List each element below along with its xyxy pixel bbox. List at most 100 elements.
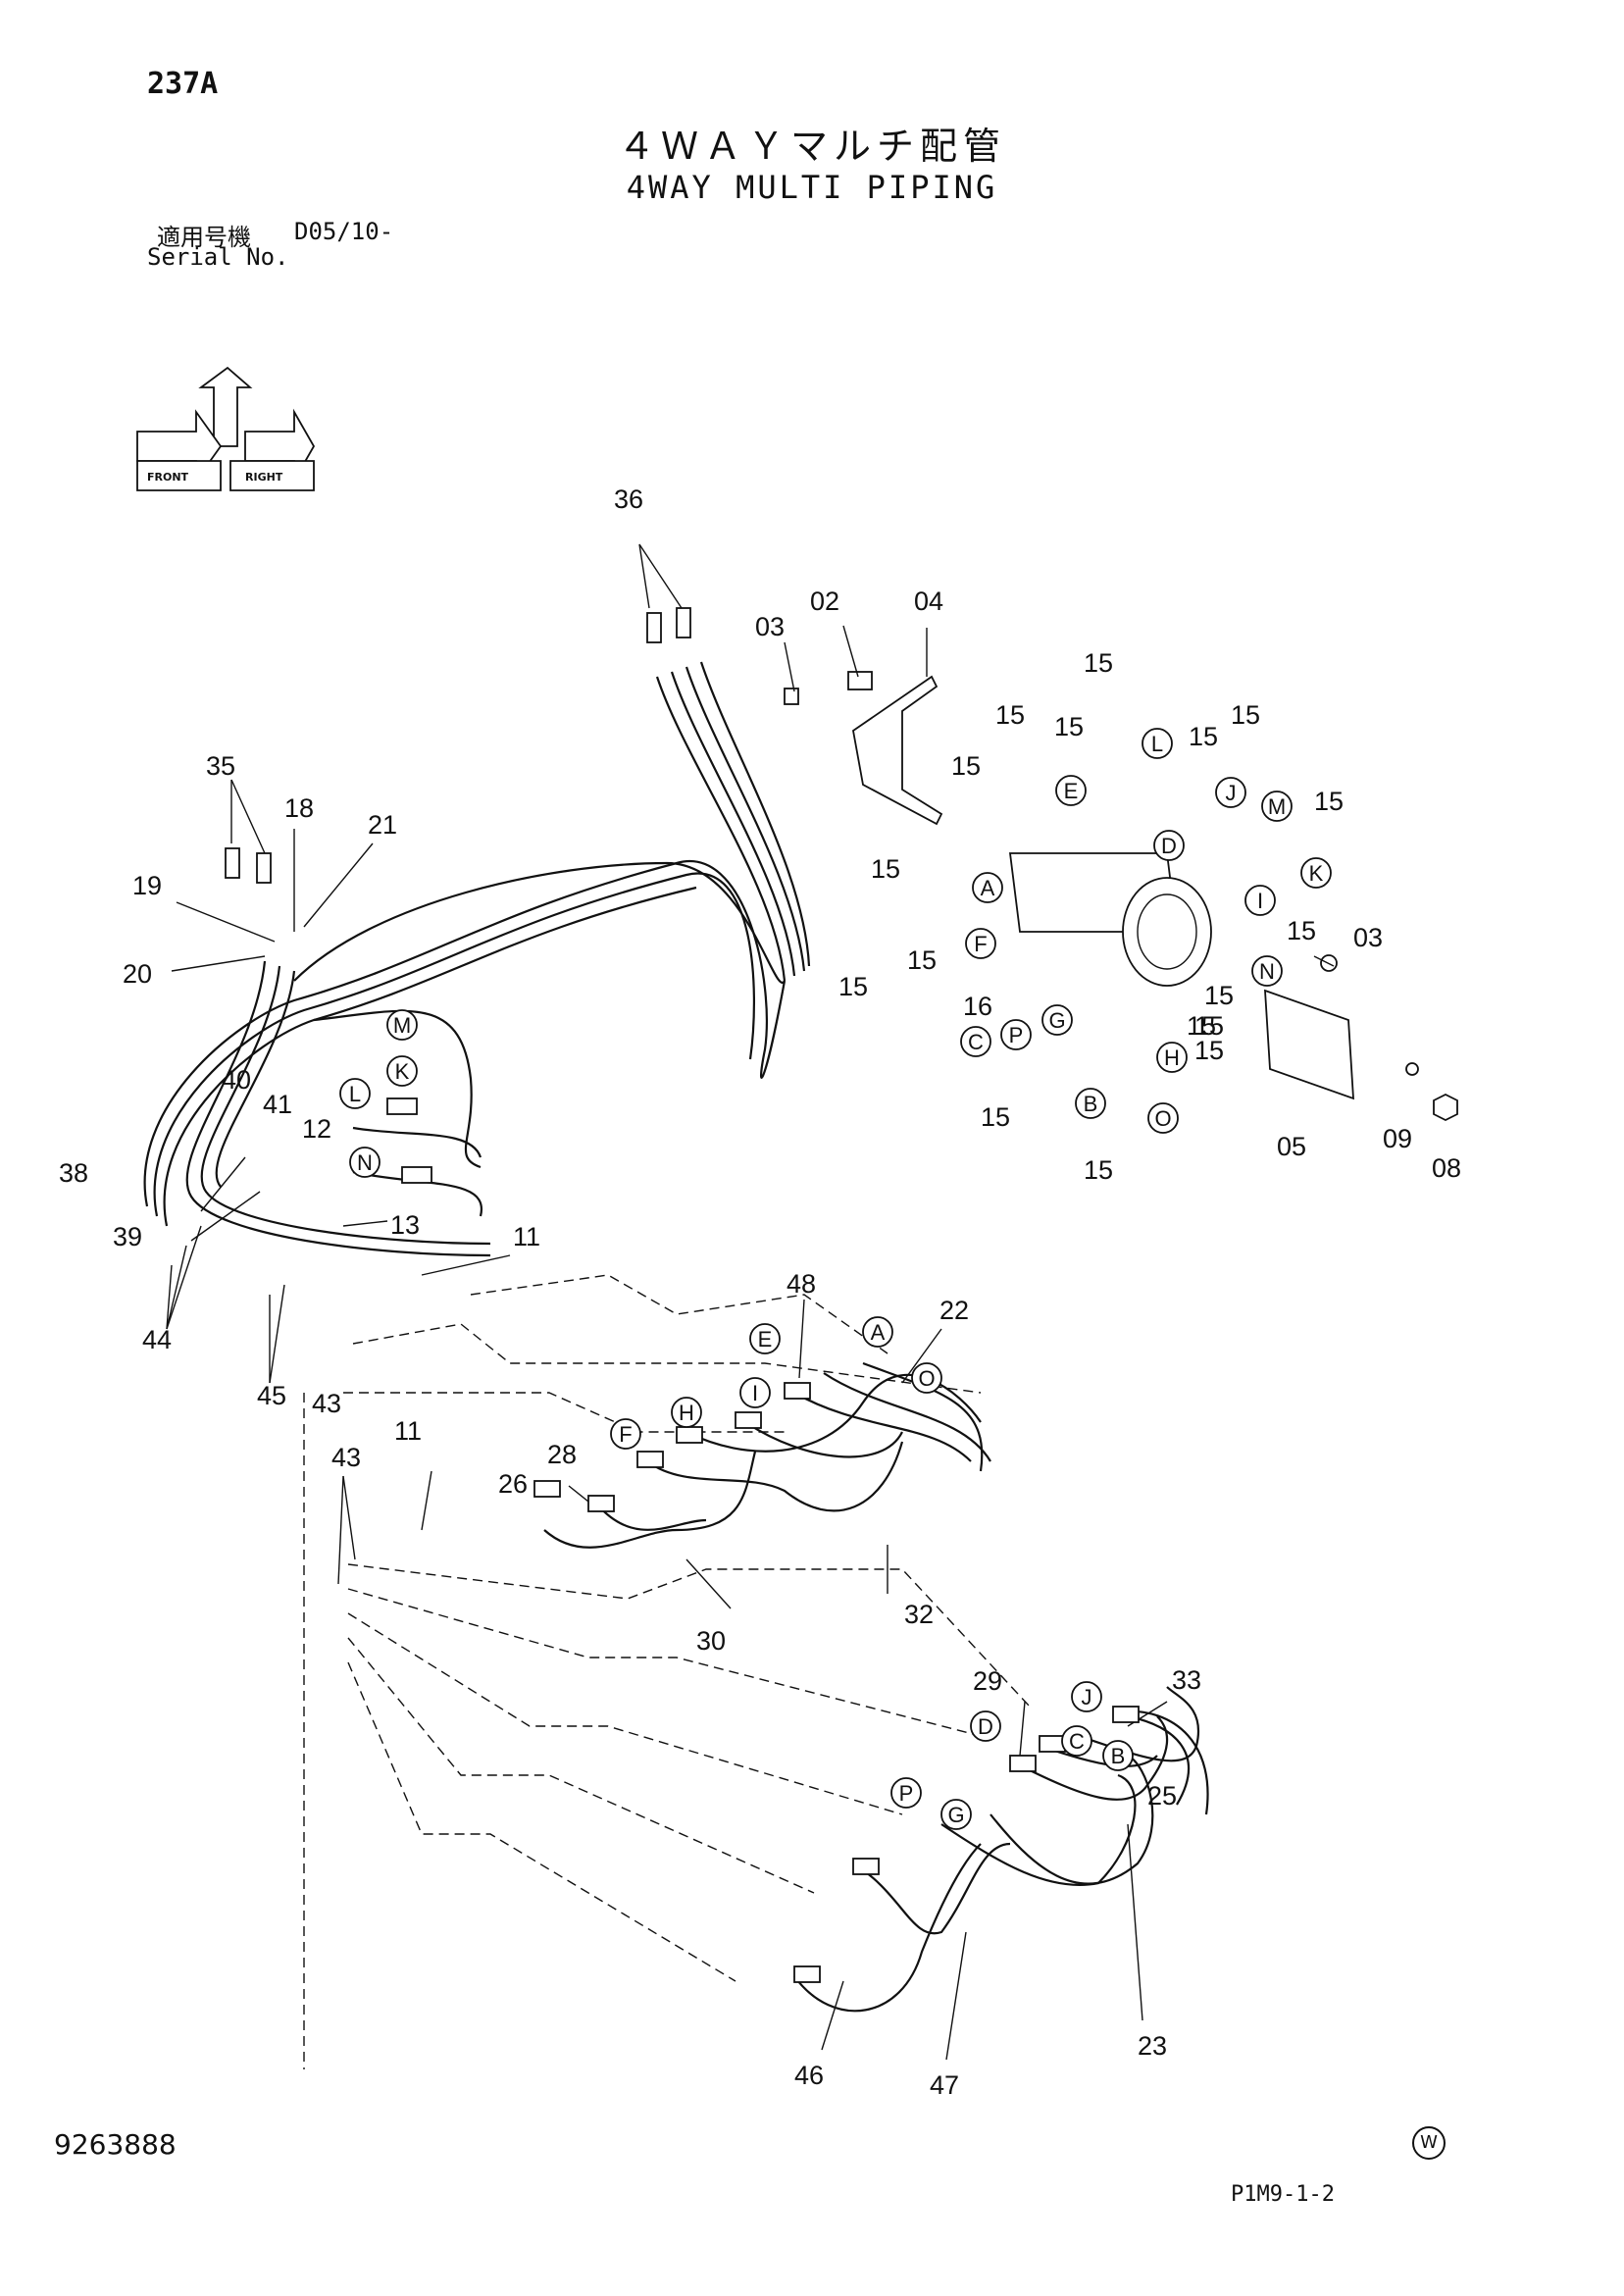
part-number: 15 [1084,1155,1113,1185]
leader-lines [166,543,1335,2061]
part-number: 44 [142,1325,172,1354]
svg-text:L: L [349,1082,361,1106]
part-number: 46 [794,2061,824,2090]
page-title-japanese: ４ＷＡＹマルチ配管 [617,125,1006,168]
part-number: 18 [284,793,314,823]
part-number: 09 [1383,1124,1412,1153]
part-number: 45 [257,1381,286,1410]
port-callout: L [339,1078,371,1109]
serial-label-english: Serial No. [147,243,289,271]
port-callout: N [1251,955,1283,987]
svg-text:N: N [357,1150,373,1175]
part-number: 08 [1432,1153,1461,1183]
serial-label-japanese: 適用号機 [157,224,251,251]
svg-text:F: F [974,932,987,956]
part-number: 29 [973,1666,1002,1696]
part-number: 20 [123,959,152,989]
document-number: 9263888 [54,2128,177,2161]
part-number: 43 [331,1443,361,1472]
port-callout: E [1055,775,1087,806]
part-number: 25 [1147,1781,1177,1811]
fittings [225,607,1140,1983]
part-number-labels: 36 02 04 03 03 35 18 21 19 20 15 15 15 1… [59,485,1461,2100]
hose-group-middle [543,1361,991,1549]
port-callout: I [739,1377,771,1408]
part-number: 04 [914,587,943,616]
port-callout: G [940,1799,972,1830]
svg-text:E: E [1064,779,1079,803]
port-callout: I [1244,885,1276,916]
port-callout: D [970,1710,1001,1742]
svg-text:P: P [899,1781,914,1806]
part-number: 15 [981,1102,1010,1132]
svg-text:G: G [1048,1008,1065,1033]
part-number: 22 [939,1296,969,1325]
port-callout: M [386,1009,418,1041]
part-number: 26 [498,1469,528,1499]
port-callout: F [965,928,996,959]
port-callout: L [1142,728,1173,759]
part-number: 35 [206,751,235,781]
svg-text:D: D [978,1714,993,1739]
direction-right-label: RIGHT [245,471,283,484]
part-number: 23 [1138,2031,1167,2061]
svg-text:B: B [1111,1744,1126,1768]
part-number: 15 [951,751,981,781]
part-number: 13 [390,1210,420,1240]
port-callout: E [749,1323,781,1354]
part-number: 19 [132,871,162,900]
svg-text:C: C [968,1030,984,1054]
part-number: 47 [930,2070,959,2100]
svg-text:M: M [1268,794,1286,819]
svg-text:J: J [1226,781,1237,805]
part-number: 15 [1054,712,1084,741]
part-number: 15 [838,972,868,1001]
svg-text:F: F [619,1422,632,1447]
port-callout: O [1147,1102,1179,1134]
part-number: 15 [995,700,1025,730]
port-callout: H [1156,1042,1188,1073]
svg-text:L: L [1151,732,1163,756]
svg-text:N: N [1259,959,1275,984]
w-mark: W [1412,2126,1446,2160]
part-number: 40 [222,1065,251,1095]
port-callout: K [1300,857,1332,889]
part-number: 05 [1277,1132,1306,1161]
part-number: 28 [547,1440,577,1469]
hose-group-lower [793,1686,1209,2013]
part-number: 36 [614,485,643,514]
pipe-bundle-upper [143,661,811,1257]
serial-value: D05/10- [294,218,394,245]
part-number: 15 [1287,916,1316,945]
svg-text:B: B [1084,1092,1098,1116]
svg-text:E: E [758,1327,773,1352]
part-number: 39 [113,1222,142,1251]
port-callout: F [610,1418,641,1450]
part-number: 30 [696,1626,726,1656]
svg-text:K: K [1309,861,1324,886]
part-number: 33 [1172,1665,1201,1695]
part-number: 15 [871,854,900,884]
svg-text:M: M [393,1013,411,1038]
part-number: 12 [302,1114,331,1144]
port-callout: B [1075,1088,1106,1119]
part-number: 03 [755,612,785,641]
part-number: 03 [1353,923,1383,952]
port-callout: M [1261,791,1293,822]
svg-text:A: A [981,876,995,900]
port-callout: G [1041,1004,1073,1036]
port-callout: H [671,1397,702,1428]
multi-valve-assembly [784,671,1458,1122]
part-number: 15 [1204,981,1234,1010]
svg-text:I: I [752,1381,758,1405]
port-callout: C [1061,1725,1092,1757]
svg-text:I: I [1257,889,1263,913]
svg-text:J: J [1082,1685,1092,1709]
part-number: 38 [59,1158,88,1188]
svg-text:K: K [395,1059,410,1084]
port-callout: A [862,1316,893,1348]
svg-text:P: P [1009,1023,1024,1047]
port-letter-callouts: L E J M D K A I F N C P G H B O M K L N … [339,728,1332,1830]
port-callout: D [1153,830,1185,861]
